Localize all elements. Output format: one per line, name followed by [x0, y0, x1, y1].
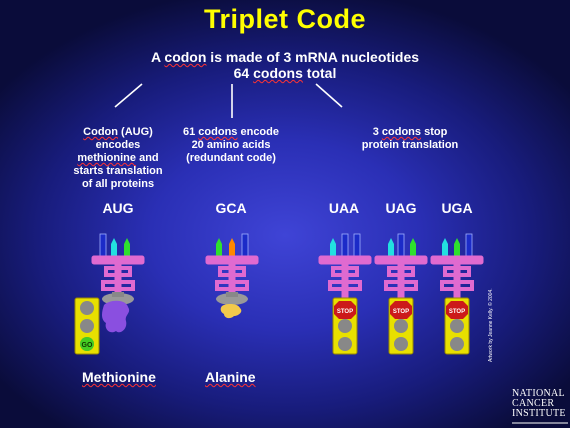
trna-aug: [90, 233, 146, 333]
header-line-1: A codon is made of 3 mRNA nucleotides: [150, 49, 420, 65]
trna-uaa: [317, 233, 373, 302]
desc-start-codon: Codon (AUG) encodes methionine and start…: [73, 126, 163, 190]
nucleotide-g: [410, 238, 416, 256]
nucleotide-u: [388, 238, 394, 256]
connector-left: [114, 83, 143, 108]
stop-label: STOP: [393, 309, 409, 315]
codon-label-uag: UAG: [385, 200, 417, 216]
stop-label: STOP: [337, 309, 353, 315]
trna-gca: [204, 233, 260, 319]
nucleotide-g: [124, 238, 130, 256]
codon-term: codon: [164, 49, 207, 65]
nucleotide-g: [454, 238, 460, 256]
amino-acid-methionine: Methionine: [82, 369, 156, 385]
nucleotide-a: [397, 233, 405, 257]
codons-term: codons: [253, 65, 303, 81]
nucleotide-a: [99, 233, 107, 257]
stop-traffic-light-icon: [444, 297, 470, 355]
codon-label-uga: UGA: [441, 200, 473, 216]
trna-uga: [429, 233, 485, 302]
nucleotide-u: [111, 238, 117, 256]
go-label: GO: [82, 342, 93, 349]
go-traffic-light-icon: [74, 297, 100, 355]
nucleotide-c: [229, 238, 235, 256]
stop-label: STOP: [449, 309, 465, 315]
amino-acid-alanine: Alanine: [205, 369, 256, 385]
codon-label-aug: AUG: [102, 200, 134, 216]
header-line-2: 64 codons total: [233, 65, 337, 81]
nci-logo: NATIONAL CANCER INSTITUTE: [512, 388, 566, 419]
nucleotide-u: [330, 238, 336, 256]
header-text: A codon is made of 3 mRNA nucleotides 64…: [60, 49, 510, 81]
nucleotide-a: [241, 233, 249, 257]
connector-right: [315, 83, 343, 108]
methionine-blob-icon: [102, 300, 130, 333]
desc-coding-codons: 61 codons encode 20 amino acids (redunda…: [183, 126, 279, 164]
slide-title: Triplet Code: [203, 4, 366, 34]
connector-lines: [114, 83, 343, 118]
alanine-blob-icon: [220, 303, 242, 319]
nucleotide-u: [442, 238, 448, 256]
ribosome-icon: [216, 293, 248, 305]
nucleotide-a: [465, 233, 473, 257]
stop-traffic-light-icon: [332, 297, 358, 355]
trna-uag: [373, 233, 429, 302]
nucleotide-a: [341, 233, 349, 257]
codon-label-gca: GCA: [215, 200, 247, 216]
codon-label-uaa: UAA: [328, 200, 360, 216]
desc-stop-codons: 3 codons stop protein translation: [361, 126, 459, 151]
nucleotide-g: [216, 238, 222, 256]
nucleotide-a: [353, 233, 361, 257]
artwork-credit: Artwork by Jeanne Kelly. © 2004.: [488, 288, 494, 362]
stop-traffic-light-icon: [388, 297, 414, 355]
